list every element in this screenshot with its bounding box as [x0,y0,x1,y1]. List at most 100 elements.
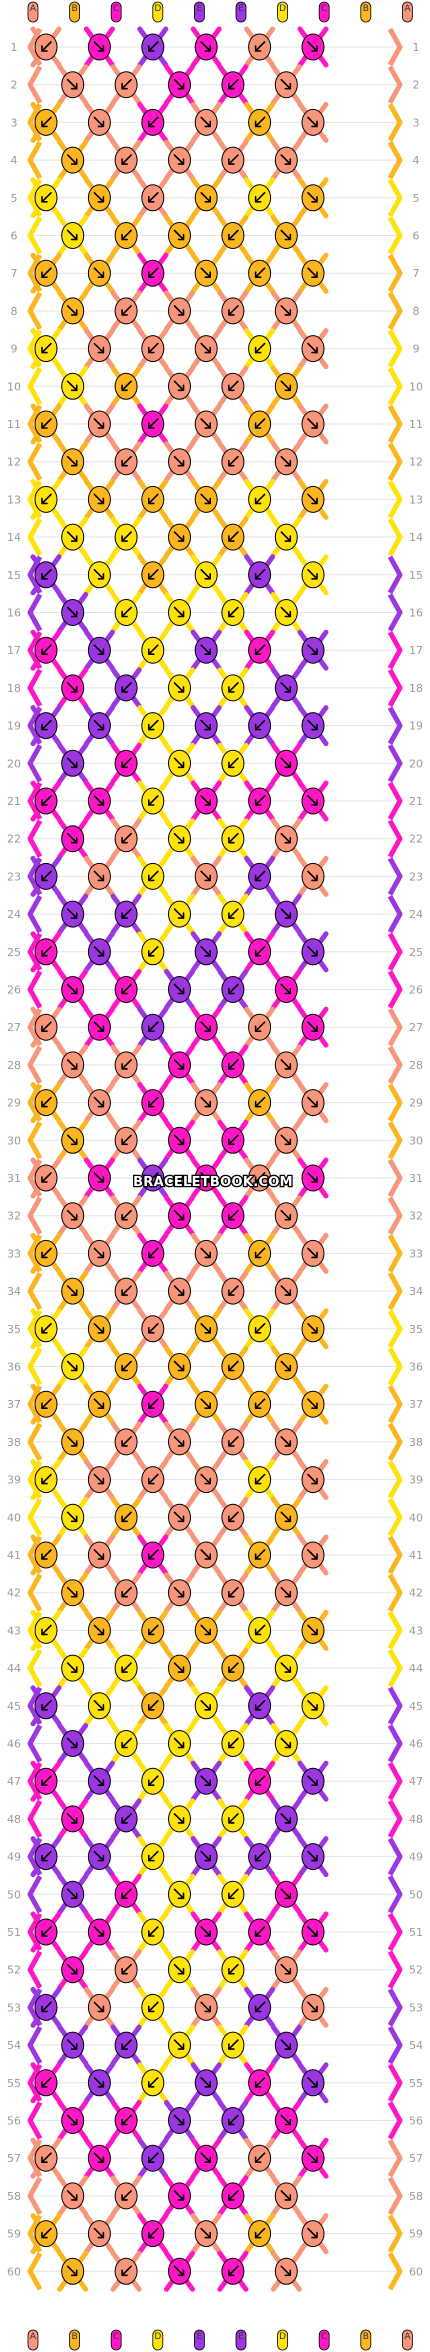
row-number: 10 [409,380,423,393]
knot-arrow-icon [148,1096,159,1108]
row-number: 51 [7,1926,21,1939]
row-number: 47 [7,1775,21,1788]
edge-thread [387,65,403,104]
row-number: 42 [7,1587,21,1600]
row-number: 29 [7,1097,21,1110]
knot-arrow-icon [93,1926,105,1937]
row-number: 17 [7,644,21,657]
edge-thread [27,27,43,67]
strand-label: D [154,2332,161,2342]
knot-arrow-icon [121,1586,132,1598]
row-number: 51 [409,1926,423,1939]
edge-thread [387,1158,403,1198]
knot-arrow-icon [307,795,318,806]
knot-arrow-icon [280,1511,292,1523]
row-number: 13 [7,493,21,506]
row-number: 45 [7,1700,21,1713]
knot-arrow-icon [228,1285,239,1296]
knot-arrow-icon [66,1963,78,1975]
edge-thread [27,593,43,632]
knot-arrow-icon [228,1511,239,1523]
knot-arrow-icon [66,2114,78,2126]
knot-arrow-icon [148,1398,159,1409]
edge-thread [387,1686,403,1726]
knot-arrow-icon [254,41,266,52]
knot-arrow-icon [228,2039,239,2050]
row-number: 59 [409,2228,423,2241]
knot-arrow-icon [228,2265,239,2277]
knot-arrow-icon [148,1700,159,1711]
knot-arrow-icon [41,2227,52,2239]
edge-thread [27,1498,43,1537]
knot-arrow-icon [307,2077,318,2088]
edge-thread [387,1498,403,1537]
knot-arrow-icon [93,192,105,203]
knot-arrow-icon [173,380,185,392]
row-number: 35 [409,1323,423,1336]
knot-arrow-icon [200,1473,211,1485]
knot-arrow-icon [41,1624,52,1636]
row-number: 14 [7,531,21,544]
knot-arrow-icon [93,2152,105,2163]
strand-label: B [363,4,369,14]
knot-arrow-icon [200,2001,211,2013]
knot-arrow-icon [254,1247,266,1259]
knot-arrow-icon [41,41,52,52]
knot-arrow-icon [280,455,292,467]
knot-arrow-icon [280,1134,292,1146]
strand-label-tab [360,1,372,23]
row-number: 33 [7,1247,21,1260]
edge-thread [387,404,403,444]
knot-arrow-icon [41,870,52,882]
knot-arrow-icon [254,795,266,806]
knot-arrow-icon [173,1436,185,1447]
knot-arrow-icon [254,1398,266,1409]
edge-thread [27,1535,43,1575]
strand-label: B [363,2332,369,2342]
knot-arrow-icon [254,946,266,957]
knot-arrow-icon [200,2227,211,2239]
knot-arrow-icon [228,1586,239,1598]
strand-label: C [321,4,327,14]
knot-arrow-icon [93,2001,105,2013]
edge-thread [387,1799,403,1839]
edge-thread [387,442,403,481]
edge-thread [27,2176,43,2216]
row-number: 50 [409,1888,423,1901]
row-number: 8 [413,305,420,318]
knot-arrow-icon [173,1511,185,1523]
knot-arrow-icon [93,342,105,354]
knot-arrow-icon [280,908,292,919]
knot-arrow-icon [200,418,211,429]
knot-arrow-icon [93,795,105,806]
knot-arrow-icon [148,41,159,52]
knot-arrow-icon [254,569,266,580]
knot-arrow-icon [121,1813,132,1824]
knot-arrow-icon [228,832,239,844]
knot-arrow-icon [93,1473,105,1485]
knot-arrow-icon [200,1247,211,1259]
edge-thread [387,1573,403,1612]
knot-arrow-icon [280,1963,292,1975]
edge-thread [387,1083,403,1122]
knot-arrow-icon [66,1662,78,1673]
knot-arrow-icon [121,757,132,769]
strand-label-tab [69,2329,80,2351]
knot-arrow-icon [173,229,185,241]
knot-arrow-icon [280,531,292,542]
knot-arrow-icon [41,116,52,128]
strand-label: E [238,2332,244,2342]
knot-arrow-icon [254,2152,266,2163]
knot-arrow-icon [254,267,266,278]
row-number: 60 [7,2265,21,2278]
knot-arrow-icon [254,1775,266,1786]
knot-arrow-icon [148,644,159,655]
knot-arrow-icon [228,1209,239,1221]
knot-arrow-icon [41,1775,52,1786]
strand-label-tab [193,1,205,23]
knot-arrow-icon [173,757,185,769]
edge-thread [27,819,43,858]
knot-arrow-icon [148,2077,159,2088]
row-number: 1 [413,41,420,54]
